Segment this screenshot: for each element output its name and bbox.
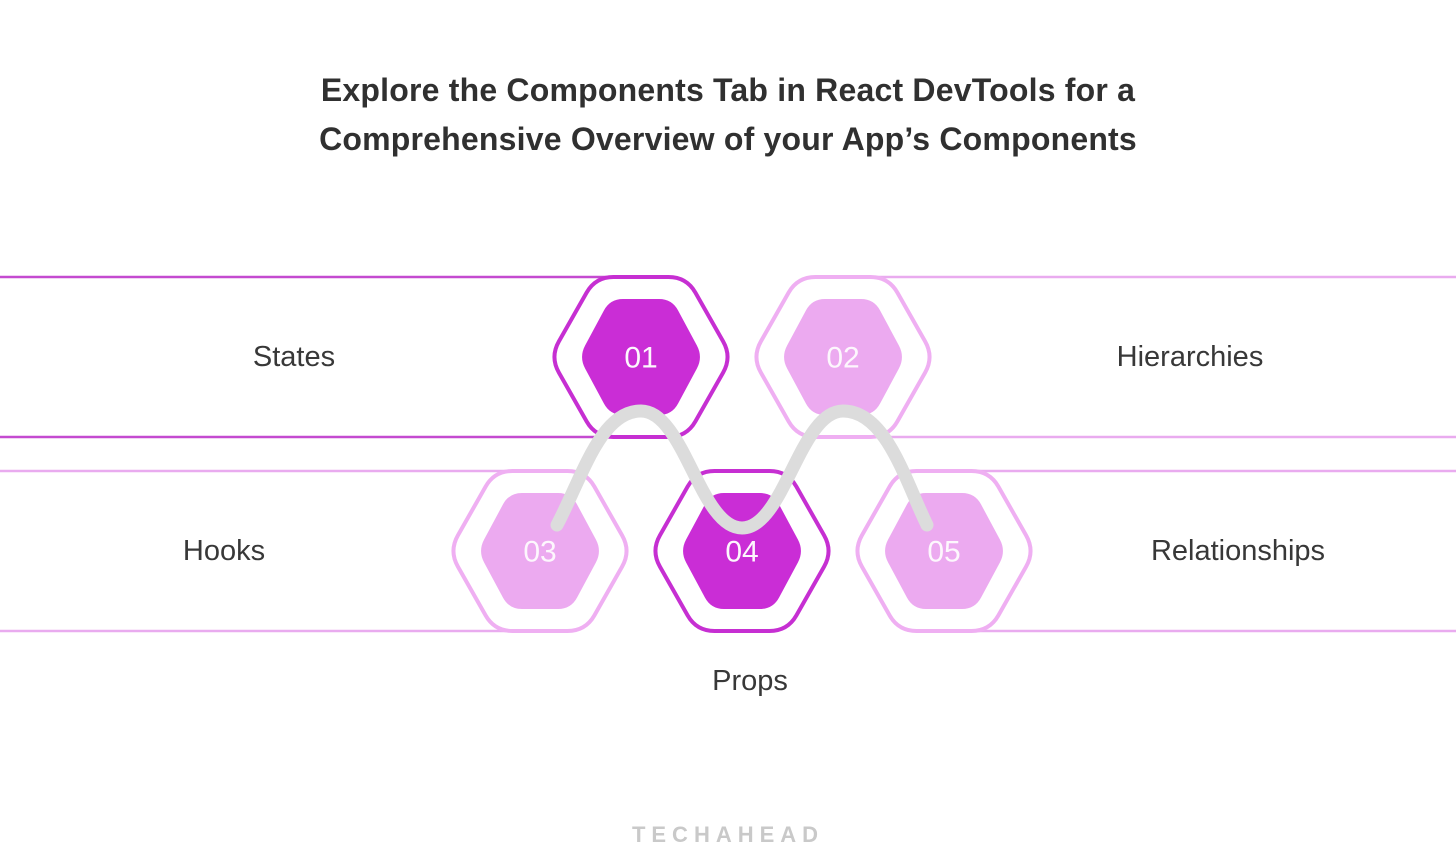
hex-fill-03 [481,493,599,609]
hex-number-01: 01 [624,342,657,375]
techahead-logo: TECHAHEAD [631,822,825,847]
node-label-relationships: Relationships [1151,535,1325,567]
connector-wave [550,404,934,535]
hex-fill-05 [885,493,1003,609]
hex-number-02: 02 [826,342,859,375]
hex-number-03: 03 [523,536,556,569]
hex-number-04: 04 [725,536,758,569]
hex-ring-04 [653,469,831,633]
node-label-hooks: Hooks [183,535,265,567]
page-title-line2: Comprehensive Overview of your App’s Com… [319,121,1137,157]
hex-number-05: 05 [927,536,960,569]
node-label-props: Props [712,665,788,697]
node-label-states: States [253,341,335,373]
hex-fill-02 [784,299,902,415]
node-label-hierarchies: Hierarchies [1117,341,1264,373]
hex-fill-01 [582,299,700,415]
page-title-line1: Explore the Components Tab in React DevT… [320,72,1136,108]
hex-ring-01 [552,275,730,439]
page-title: Explore the Components Tab in React DevT… [0,66,1456,164]
hex-ring-03 [451,469,629,633]
hex-fill-04 [683,493,801,609]
hex-ring-05 [855,469,1033,633]
